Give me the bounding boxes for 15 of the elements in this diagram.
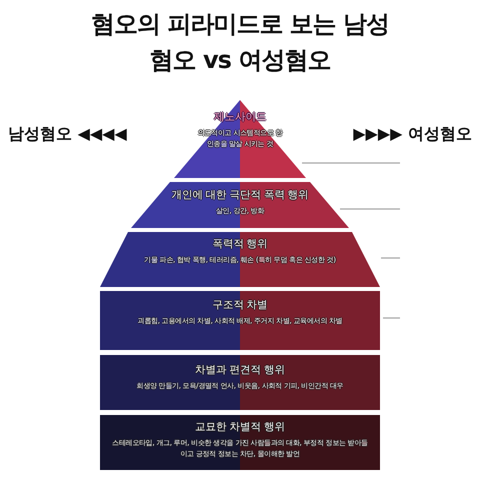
- tier-heading: 구조적 차별: [211, 298, 269, 313]
- side-label: 남성혐오 ◀◀◀◀: [8, 124, 127, 145]
- side-label: ▶▶▶▶ 여성혐오: [353, 124, 472, 145]
- tier-heading: 개인에 대한 극단적 폭력 행위: [170, 188, 310, 203]
- title: 혐오의 피라미드로 보는 남성혐오 vs 여성혐오: [90, 9, 390, 76]
- tier-heading: 교묘한 차별적 행위: [194, 420, 286, 435]
- pyramid-tier: [131, 182, 349, 228]
- pyramid-tier: [100, 415, 380, 470]
- pyramid-tier: [174, 100, 306, 178]
- tier-heading: 제노사이드: [212, 110, 268, 125]
- tier-heading: 차별과 편견적 행위: [194, 363, 286, 378]
- pyramid-tier: [100, 291, 380, 350]
- pyramid-tier: [100, 232, 380, 287]
- pyramid-tier: [100, 355, 380, 410]
- tier-heading: 폭력적 행위: [211, 237, 269, 252]
